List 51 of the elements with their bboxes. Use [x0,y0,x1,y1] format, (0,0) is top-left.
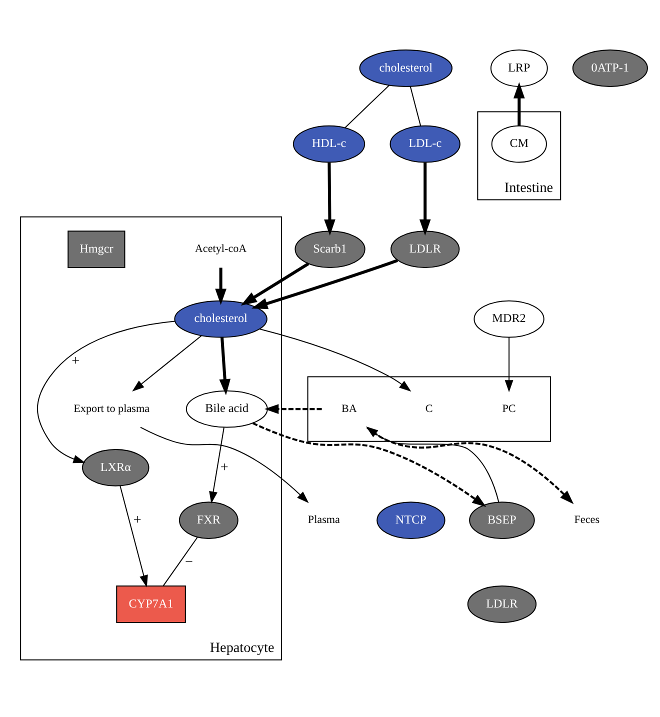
node-text: BA [342,402,357,414]
arrow [366,426,500,502]
edge-label: + [220,458,228,475]
arrow [36,320,175,463]
node-text: Acetyl-coA [194,242,247,255]
node-text: Plasma [308,514,340,526]
arrow [140,426,309,503]
node-ellipse: CM [491,124,547,162]
arrow [419,162,431,236]
node-text: Feces [574,514,600,526]
node-ellipse: cholesterol [359,49,452,86]
node-ellipse: FXR [178,501,238,538]
node-text: Export to plasma [74,402,150,414]
arrow [215,267,226,304]
node-box: CYP7A1 [116,585,186,622]
arrow [324,162,336,236]
node-text: PC [502,402,516,414]
edge-label: + [72,352,80,368]
node-ellipse: MDR2 [474,300,544,338]
node-ellipse: LXRα [82,448,150,486]
arrow [219,336,231,395]
node-ellipse: HDL-c [292,124,366,162]
edge-label: − [184,554,193,570]
connector [162,536,198,586]
arrow [120,485,148,587]
node-ellipse: Bile acid [186,390,268,428]
arrow [132,334,202,392]
node-ellipse: Scarb1 [294,230,366,268]
node-ellipse: 0ATP-1 [572,49,648,86]
node-ellipse: cholesterol [174,300,268,338]
arrow [251,258,398,309]
arrow [259,328,412,392]
arrow [252,422,486,507]
node-box: Hmgcr [68,230,126,268]
node-ellipse: BSEP [469,501,535,538]
arrow [240,262,310,306]
node-ellipse: LDLR [467,585,537,622]
node-ellipse: LDLR [390,230,460,268]
node-ellipse: LRP [490,49,548,86]
arrow [209,427,224,504]
connector [410,86,422,126]
node-ellipse: NTCP [376,501,446,538]
arrow [504,336,514,392]
arrow [366,426,574,504]
arrow [264,404,322,414]
node-ellipse: LDL-c [390,124,460,162]
cluster [307,376,551,442]
connector [344,84,390,128]
node-text: C [425,402,433,414]
edge-label: + [133,512,142,528]
arrow [513,82,525,126]
